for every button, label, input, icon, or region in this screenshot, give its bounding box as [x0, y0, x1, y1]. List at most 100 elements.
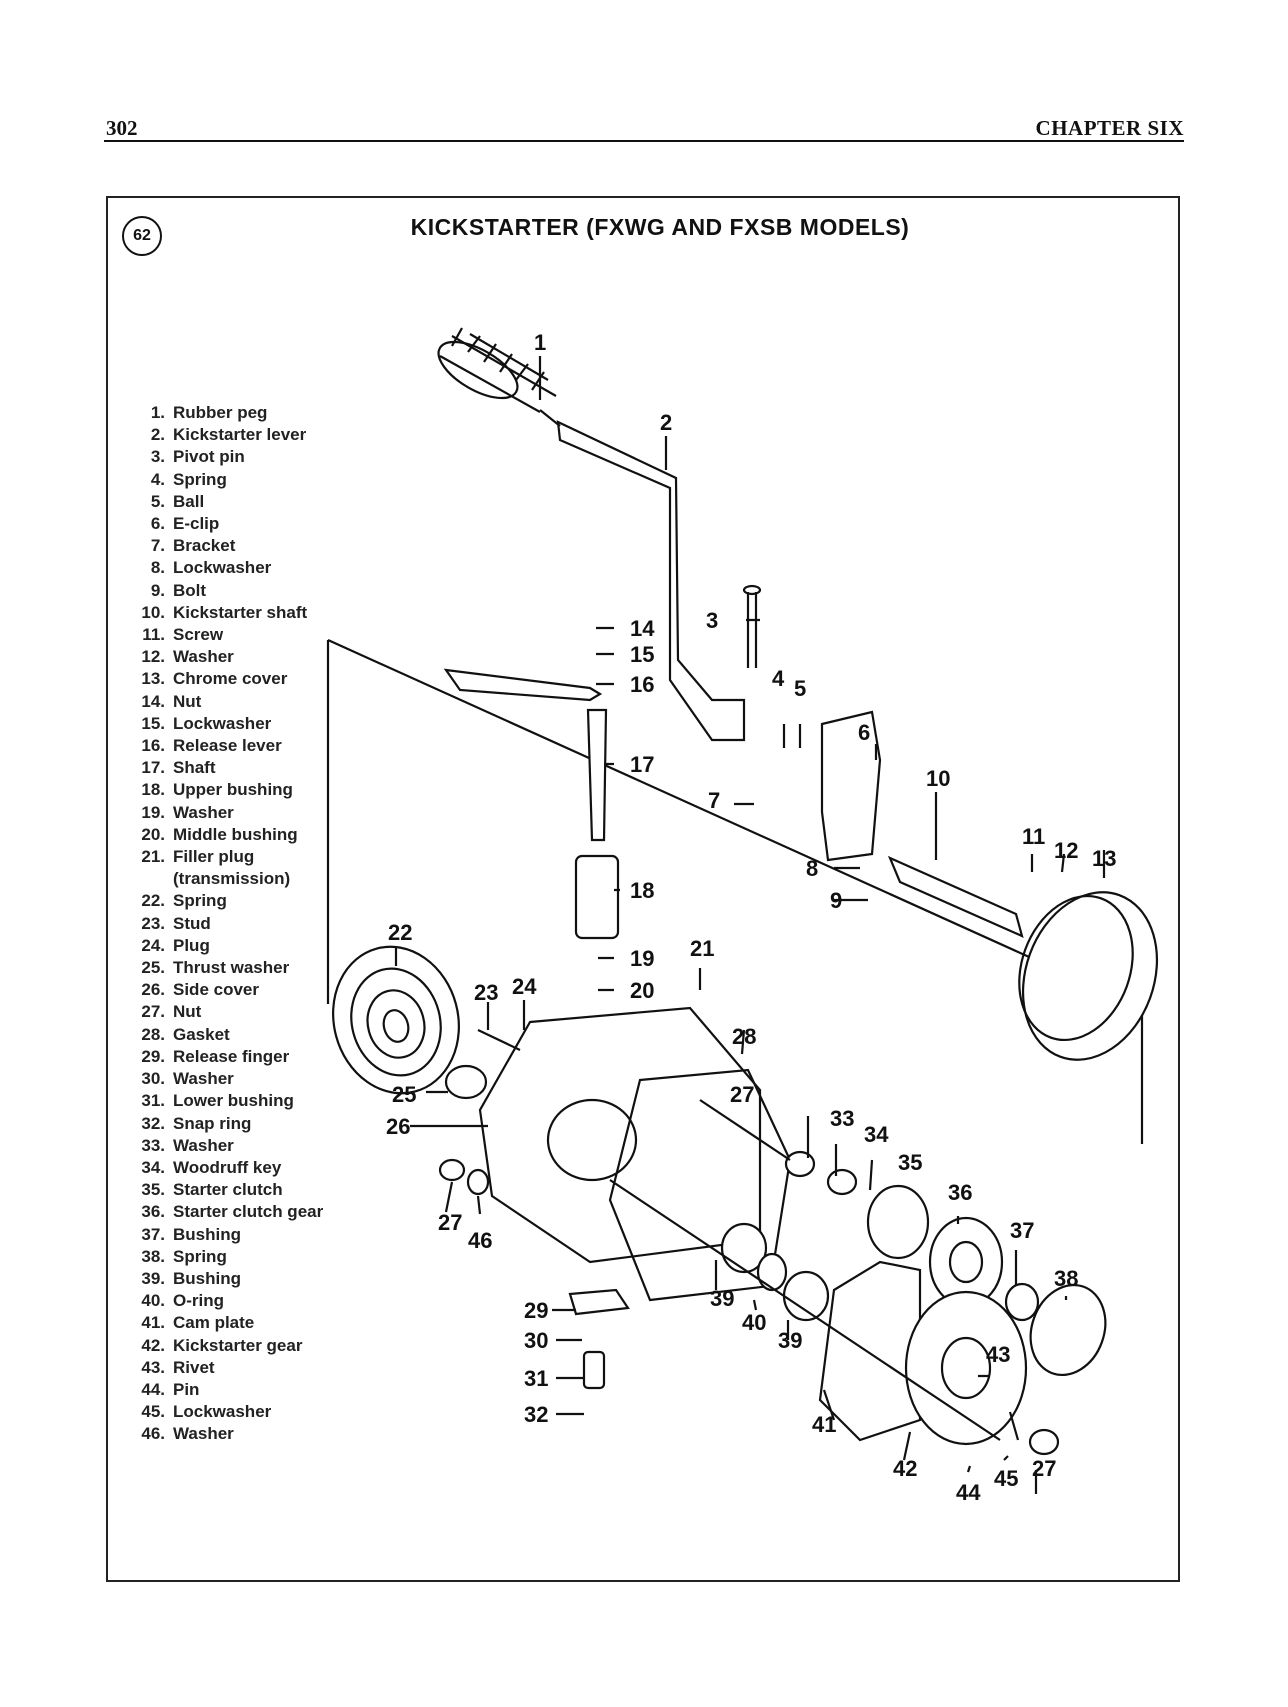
- legend-item: 1.Rubber peg: [132, 402, 323, 424]
- legend-item-number: 34.: [141, 1157, 165, 1177]
- legend-item-label: Lockwasher: [173, 558, 272, 578]
- figure-frame: [106, 196, 1180, 1582]
- legend-item-label: Rubber peg: [173, 403, 268, 422]
- callout-label: 18: [630, 878, 654, 903]
- callout-label: 36: [948, 1180, 972, 1205]
- legend-item-label: Washer: [173, 1424, 234, 1444]
- legend-item-label: Washer: [173, 647, 234, 667]
- legend-item: 32.Snap ring: [132, 1113, 323, 1135]
- legend-item-number: 44.: [141, 1379, 165, 1399]
- legend-item: 40.O-ring: [132, 1290, 323, 1312]
- legend-item-number: 14.: [141, 691, 165, 711]
- legend-item: 35.Starter clutch: [132, 1179, 323, 1201]
- callout-label: 45: [994, 1466, 1018, 1491]
- legend-item: 4.Spring: [132, 469, 323, 491]
- legend-item-label: Chrome cover: [173, 669, 288, 689]
- legend-item-label: Pin: [173, 1379, 200, 1399]
- legend-item: 20.Middle bushing: [132, 824, 323, 846]
- kickstarter-gear-part: [904, 1290, 1028, 1446]
- legend-item: 7.Bracket: [132, 535, 323, 557]
- pivot-pin-part: [746, 592, 758, 668]
- rubber-peg-part: [437, 327, 557, 413]
- legend-item-label: Stud: [173, 913, 211, 933]
- kickstarter-shaft-part: [887, 855, 1024, 938]
- legend-item: 23. Stud: [132, 913, 323, 935]
- callout-label: 12: [1054, 838, 1078, 863]
- side-cover-part: [478, 1006, 762, 1264]
- legend-item: 30.Washer: [132, 1068, 323, 1090]
- legend-item: 27.Nut: [132, 1001, 323, 1023]
- callout-label: 13: [1092, 846, 1116, 871]
- legend-item: 26.Side cover: [132, 979, 323, 1001]
- callout-label: 6: [858, 720, 870, 745]
- legend-item: 17.Shaft: [132, 757, 323, 779]
- legend-item-number: 13.: [141, 669, 165, 689]
- callout-label: 26: [386, 1114, 410, 1139]
- callout-label: 19: [630, 946, 654, 971]
- callout-label: 24: [512, 974, 537, 999]
- cam-plate-part: [818, 1260, 922, 1442]
- spring-part: [332, 945, 460, 1095]
- legend-item: 24.Plug: [132, 935, 323, 957]
- legend-item: 36.Starter clutch gear: [132, 1201, 323, 1223]
- legend-item-number: 25.: [141, 958, 165, 978]
- legend-item-label: Rivet: [173, 1357, 215, 1377]
- upper-bushing-part: [574, 854, 620, 940]
- callout-label: 38: [1054, 1266, 1078, 1291]
- legend-item-label: Spring: [173, 891, 227, 911]
- legend-item-label: Lockwasher: [173, 713, 272, 733]
- legend-item: 11.Screw: [132, 624, 323, 646]
- legend-item: 34.Woodruff key: [132, 1157, 323, 1179]
- legend-item-label: Release finger: [173, 1046, 290, 1066]
- legend-item-number: 17.: [141, 758, 165, 778]
- legend-item-number: 23.: [141, 913, 165, 933]
- legend-item-number: 35.: [141, 1180, 165, 1200]
- callout-label: 40: [742, 1310, 766, 1335]
- legend-item-label: Spring: [173, 1246, 227, 1266]
- legend-item-label: O-ring: [173, 1291, 224, 1311]
- legend-item: 6.E-clip: [132, 513, 323, 535]
- legend-item: 31. Lower bushing: [132, 1090, 323, 1112]
- legend-item-label: Side cover: [173, 980, 259, 1000]
- legend-item-number: 33.: [141, 1135, 165, 1155]
- chapter-title: CHAPTER SIX: [1035, 116, 1184, 140]
- legend-item: 5.Ball: [132, 491, 323, 513]
- callout-label: 35: [898, 1150, 922, 1175]
- legend-item-number: 38.: [141, 1246, 165, 1266]
- callout-label: 46: [468, 1228, 492, 1253]
- callout-label: 2: [660, 410, 672, 435]
- header-rule: [104, 140, 1184, 142]
- callout-label: 23: [474, 980, 498, 1005]
- legend-item-number: 31.: [141, 1091, 165, 1111]
- callout-label: 10: [926, 766, 950, 791]
- legend-item-label: Kickstarter lever: [173, 425, 307, 445]
- legend-item-label: Kickstarter gear: [173, 1335, 303, 1355]
- legend-item: 43.Rivet: [132, 1357, 323, 1379]
- legend-item-label: Ball: [173, 491, 205, 511]
- thrust-washer-part: [444, 1064, 488, 1100]
- callout-label: 27: [1032, 1456, 1056, 1481]
- legend-item: 3. Pivot pin: [132, 446, 323, 468]
- legend-item: 41.Cam plate: [132, 1312, 323, 1334]
- legend-item-number: 3.: [150, 447, 165, 467]
- legend-item-number: 18.: [141, 780, 165, 800]
- callout-label: 43: [986, 1342, 1010, 1367]
- callout-label: 22: [388, 920, 412, 945]
- callout-label: 5: [794, 676, 806, 701]
- legend-item-label: Pivot pin: [173, 447, 245, 467]
- legend-item-number: 11.: [142, 625, 165, 645]
- spring-38-part: [1029, 1283, 1107, 1377]
- legend-item-label: Gasket: [173, 1024, 230, 1044]
- callout-label: 4: [772, 666, 785, 691]
- page-number: 302: [106, 116, 138, 140]
- legend-item-number: 8.: [150, 558, 165, 578]
- callout-label: 27: [438, 1210, 462, 1235]
- callout-label: 1: [534, 330, 546, 355]
- legend-item: 16.Release lever: [132, 735, 323, 757]
- legend-item-number: 16.: [141, 736, 165, 756]
- legend-item: 13. Chrome cover: [132, 668, 323, 690]
- legend-item-label: Lower bushing: [173, 1091, 294, 1111]
- bracket-part: [820, 710, 882, 862]
- figure-number-badge: 62: [122, 216, 162, 256]
